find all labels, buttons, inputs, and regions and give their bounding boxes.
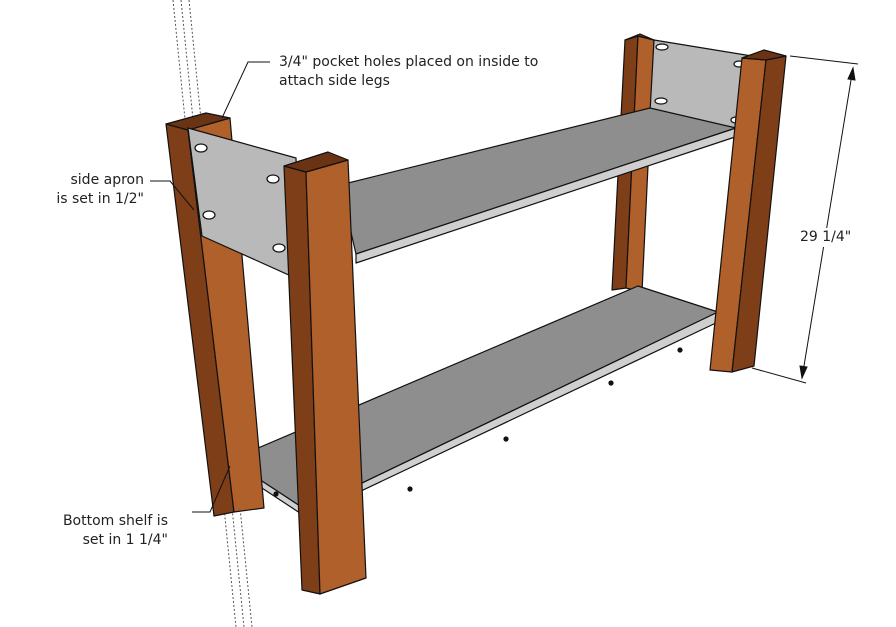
- height-dimension-label: 29 1/4": [798, 228, 854, 247]
- pocket-hole: [194, 143, 208, 153]
- front-right-leg: [709, 49, 787, 373]
- bottom-shelf-callout: Bottom shelf is set in 1 1/4": [63, 512, 168, 550]
- side-apron-text-1: side apron: [70, 172, 145, 188]
- pocket-hole: [272, 243, 286, 253]
- bottom-shelf-text-1: Bottom shelf is: [62, 513, 168, 529]
- side-apron-callout: side apron is set in 1/2": [56, 171, 144, 209]
- front-near-leg: [283, 151, 367, 595]
- pocket-hole: [654, 97, 668, 105]
- bottom-shelf-text-2: set in 1 1/4": [82, 532, 168, 548]
- guide-lines: [172, 0, 253, 627]
- pocket-holes-callout: 3/4" pocket holes placed on inside to at…: [279, 53, 538, 91]
- side-apron-text-2: is set in 1/2": [56, 191, 144, 207]
- pocket-holes-text-2: attach side legs: [279, 73, 390, 89]
- pocket-hole: [202, 210, 216, 220]
- pocket-hole: [655, 43, 669, 51]
- pocket-hole: [266, 174, 280, 184]
- pocket-holes-text-1: 3/4" pocket holes placed on inside to: [279, 54, 539, 70]
- height-dimension-line: [751, 55, 859, 384]
- leader-lines: [150, 61, 270, 513]
- top-shelf: [339, 107, 739, 264]
